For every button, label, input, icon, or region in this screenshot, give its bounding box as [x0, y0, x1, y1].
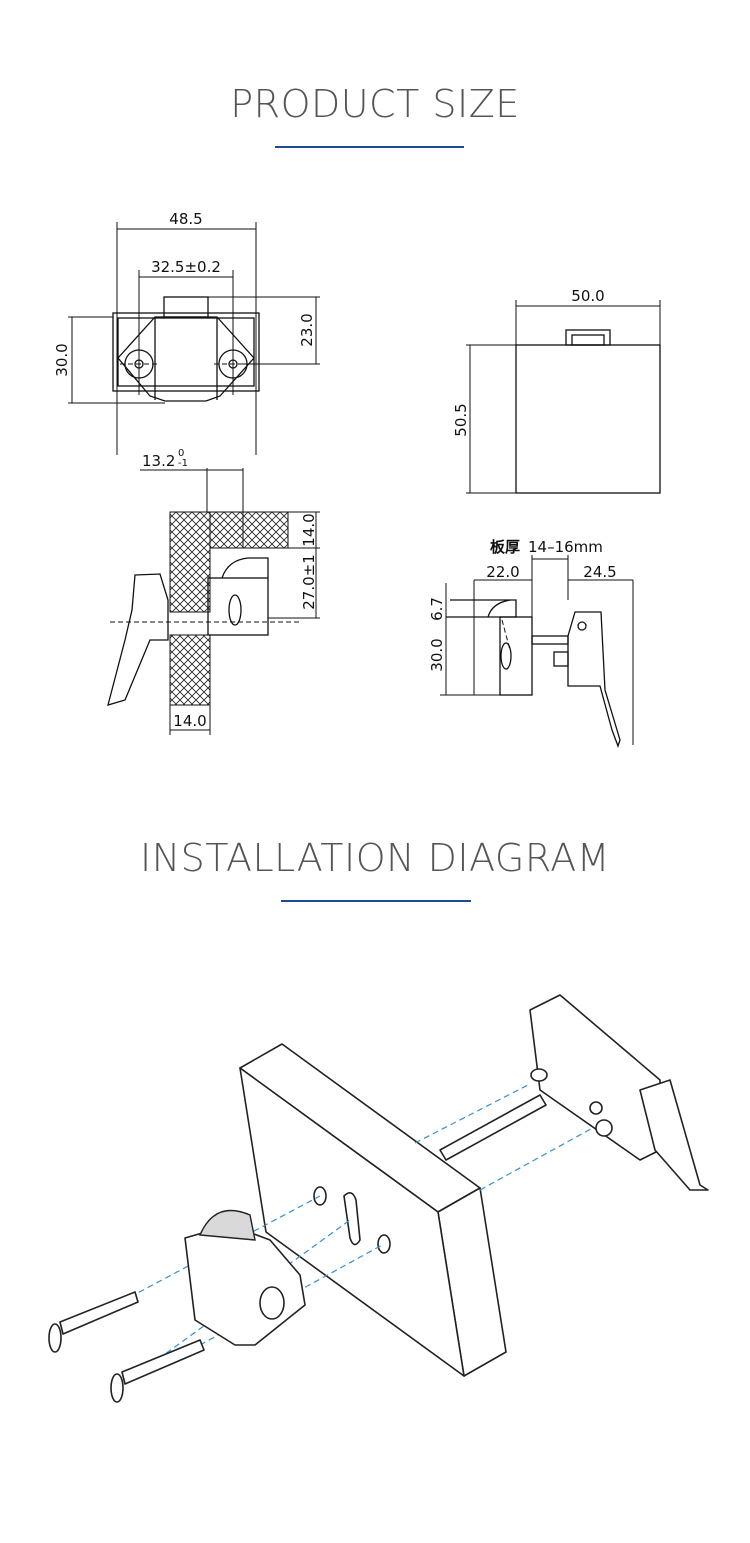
dim-hole-spacing: 32.5±0.2	[151, 258, 221, 276]
title-underline	[281, 900, 471, 902]
dim-offset-tol-lower: -1	[178, 458, 188, 469]
dim-offset-tol-upper: 0	[178, 448, 184, 459]
dim-catch-height: 27.0±1	[300, 554, 318, 610]
top-view-drawing: 50.0 50.5	[452, 287, 661, 494]
dim-overall-width: 48.5	[169, 210, 202, 228]
dim-panel-thickness: 14.0	[173, 712, 206, 730]
dim-height: 30.0	[53, 343, 71, 376]
section-title-installation: INSTALLATION DIAGRAM	[140, 836, 610, 880]
dim-right-depth: 24.5	[583, 563, 616, 581]
side-view-drawing: 板厚 14–16mm 22.0 24.5 6.7 30.0	[428, 538, 634, 748]
installation-diagram	[48, 994, 709, 1403]
dim-height: 50.5	[452, 403, 470, 436]
side-section-drawing: 13.2 0 -1 14.0 27.0±1 14.0	[107, 448, 320, 735]
dim-hole-height: 23.0	[298, 313, 316, 346]
dim-width: 50.0	[571, 287, 604, 305]
dim-offset: 13.2	[142, 452, 175, 470]
dim-board-thickness: 14–16mm	[528, 538, 603, 556]
title-underline	[275, 146, 464, 148]
dim-height: 30.0	[428, 638, 446, 671]
dim-panel-top: 14.0	[300, 513, 318, 546]
section-title-product-size: PRODUCT SIZE	[230, 82, 520, 126]
front-view-drawing: 48.5 32.5±0.2 23.0 30.0	[53, 210, 320, 455]
dim-left-depth: 22.0	[486, 563, 519, 581]
dim-top-offset: 6.7	[428, 597, 446, 621]
board-thickness-label: 板厚	[490, 538, 520, 556]
